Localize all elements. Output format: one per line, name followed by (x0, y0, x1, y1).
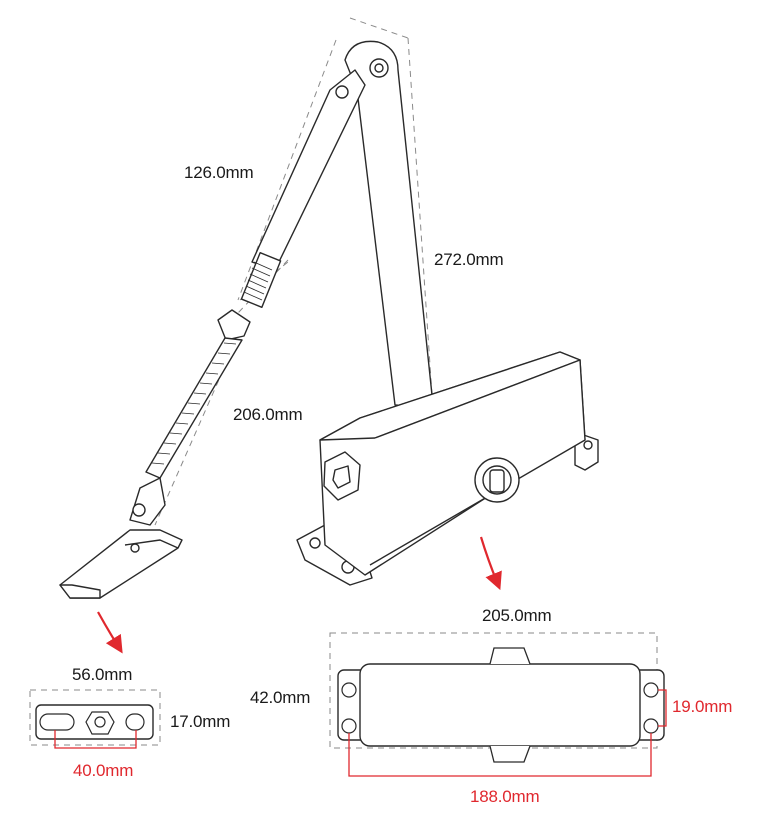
body-horizontal-hole-spacing-label: 188.0mm (470, 787, 540, 806)
lower-rod-length-label: 206.0mm (233, 405, 303, 424)
bracket-topview (29, 689, 161, 749)
bracket-pointer-arrow (97, 611, 123, 654)
body-length-label: 205.0mm (482, 606, 552, 625)
body-vertical-hole-spacing-label: 19.0mm (672, 697, 733, 716)
bracket-height-label: 17.0mm (170, 712, 231, 731)
body-topview (329, 632, 667, 777)
main-arm-length-label: 272.0mm (434, 250, 504, 269)
upper-arm-length-label: 126.0mm (184, 163, 254, 182)
pointer-arrows (97, 536, 502, 654)
body-height-label: 42.0mm (250, 688, 311, 707)
bracket-length-label: 56.0mm (72, 665, 133, 684)
door-closer-arm (59, 40, 433, 599)
bracket-hole-spacing-label: 40.0mm (73, 761, 134, 780)
door-closer-body (296, 351, 599, 586)
body-pointer-arrow (479, 536, 502, 591)
